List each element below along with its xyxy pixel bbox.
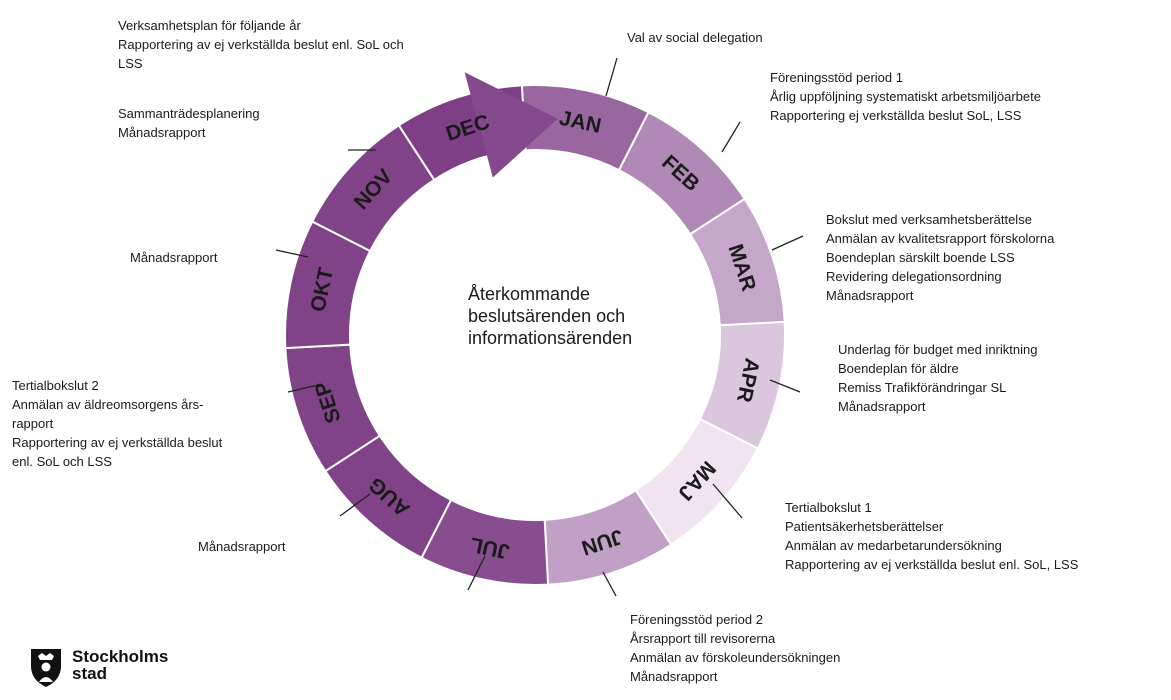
- leader-sep: [287, 384, 319, 393]
- leader-maj: [712, 483, 743, 519]
- leader-jan: [605, 57, 618, 97]
- leader-aug: [339, 493, 371, 517]
- leader-okt: [275, 249, 309, 258]
- leader-jun: [602, 571, 617, 597]
- note-dec: Verksamhetsplan för följande år Rapporte…: [118, 18, 404, 71]
- leader-jul: [467, 555, 486, 591]
- month-sectors: [284, 72, 786, 586]
- note-aug: Månadsrapport: [198, 539, 286, 554]
- note-nov: Sammanträdesplanering Månadsrapport: [118, 106, 260, 140]
- center-line-1: Återkommande: [468, 284, 591, 304]
- note-sep: Tertialbokslut 2 Anmälan av äldreomsorge…: [12, 378, 223, 469]
- note-jun: Föreningsstöd period 2 Årsrapport till r…: [630, 612, 841, 684]
- logo-line-2: stad: [72, 664, 107, 683]
- leader-feb: [721, 121, 741, 153]
- city-crest-icon: [31, 649, 61, 687]
- logo-wordmark: Stockholms stad: [72, 648, 168, 682]
- leader-lines: [275, 57, 804, 597]
- center-line-2: beslutsärenden och: [468, 306, 626, 326]
- logo-line-1: Stockholms: [72, 647, 169, 666]
- leader-mar: [771, 235, 804, 251]
- note-mar: Bokslut med verksamhetsberättelse Anmäla…: [826, 212, 1055, 303]
- note-apr: Underlag för budget med inriktning Boend…: [838, 342, 1038, 414]
- center-caption: Återkommande beslutsärenden och informat…: [468, 283, 632, 349]
- note-okt: Månadsrapport: [130, 250, 218, 265]
- note-jan: Val av social delegation: [627, 30, 763, 45]
- cycle-arrow-head: [464, 72, 558, 178]
- note-feb: Föreningsstöd period 1 Årlig uppföljning…: [770, 70, 1041, 123]
- center-line-3: informationsärenden: [468, 328, 633, 348]
- note-maj: Tertialbokslut 1 Patientsäkerhetsberätte…: [785, 500, 1079, 572]
- leader-apr: [769, 379, 801, 393]
- stockholms-stad-logo: Stockholms stad: [28, 646, 198, 692]
